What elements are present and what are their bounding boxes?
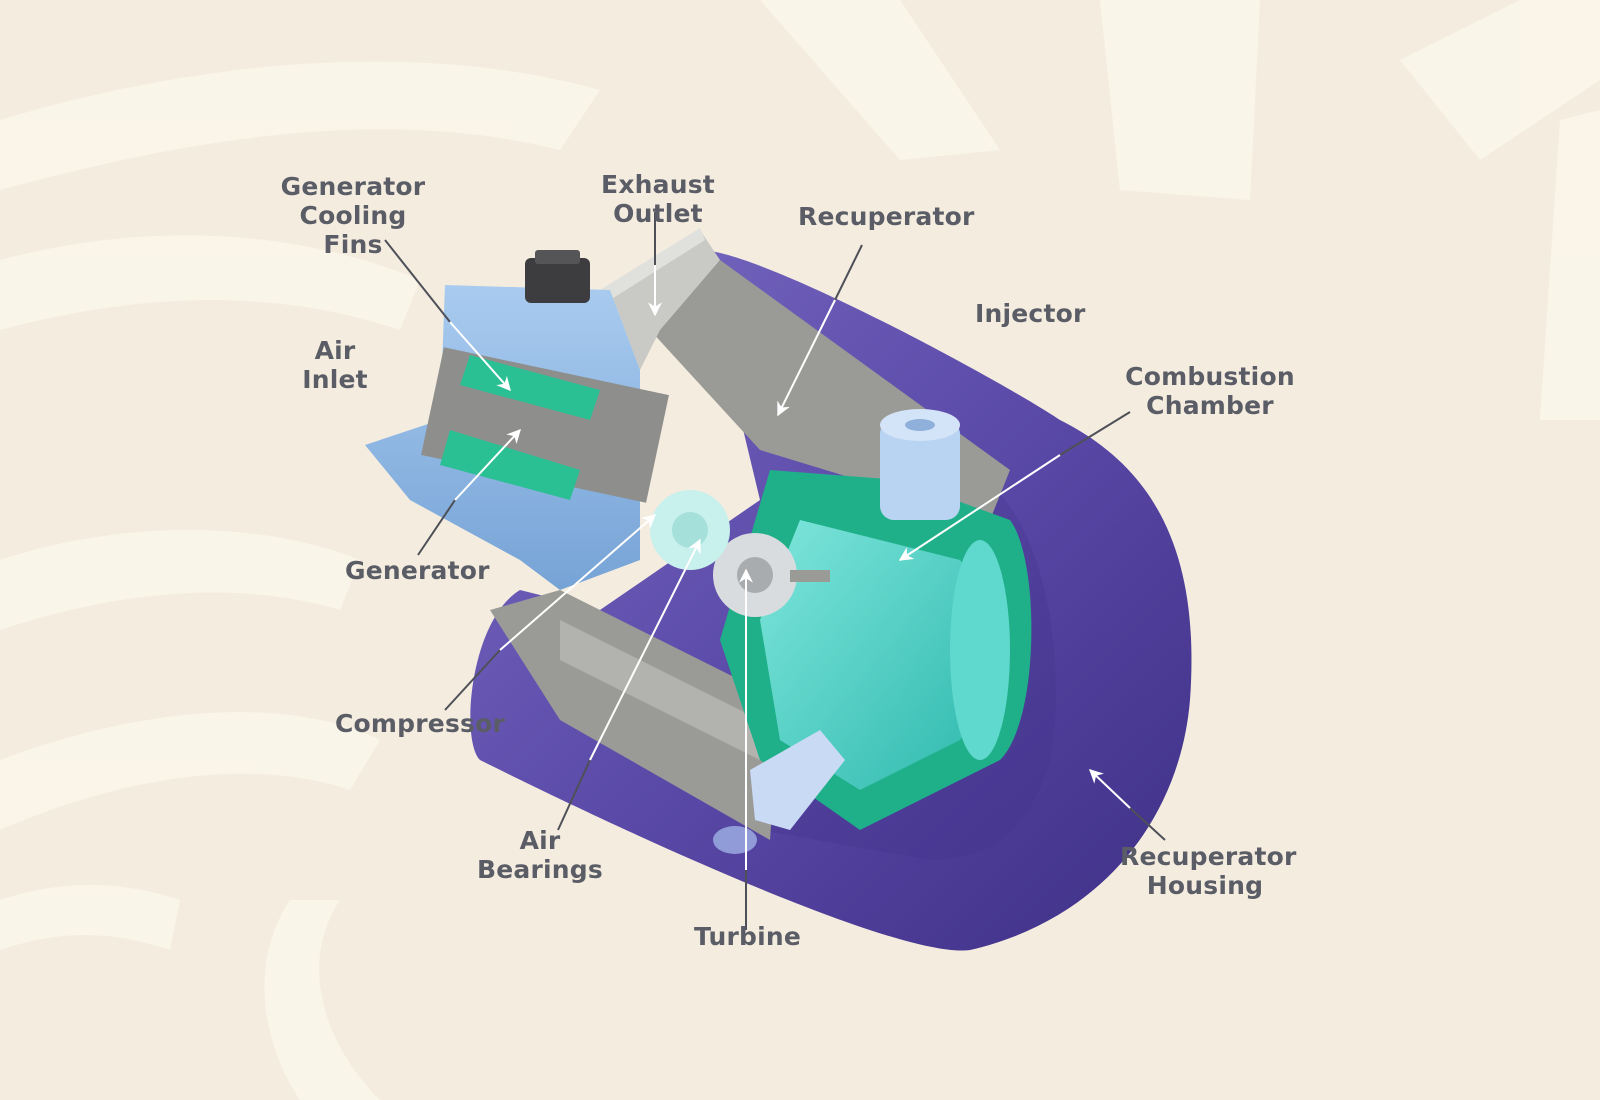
label-turbine: Turbine <box>693 922 802 951</box>
exhaust-outlet-shape <box>600 228 720 370</box>
label-air-inlet: Air Inlet <box>302 336 368 394</box>
label-compressor: Compressor <box>335 709 506 738</box>
label-generator: Generator <box>345 556 490 585</box>
label-generator-cooling-fins: Generator Cooling Fins <box>280 172 426 259</box>
label-recuperator-housing: Recuperator Housing <box>1120 842 1297 900</box>
label-air-bearings: Air Bearings <box>477 826 603 884</box>
label-injector: Injector <box>975 299 1086 328</box>
injector-shape <box>880 409 960 520</box>
label-combustion-chamber: Combustion Chamber <box>1125 362 1295 420</box>
connector-box-shape <box>525 250 590 303</box>
label-exhaust-outlet: Exhaust Outlet <box>601 170 715 228</box>
label-recuperator: Recuperator <box>798 202 975 231</box>
leader-lines <box>384 212 1166 930</box>
generator-shape <box>365 285 669 590</box>
turbine-shape <box>713 533 830 617</box>
combustion-chamber-shape <box>720 470 1032 830</box>
